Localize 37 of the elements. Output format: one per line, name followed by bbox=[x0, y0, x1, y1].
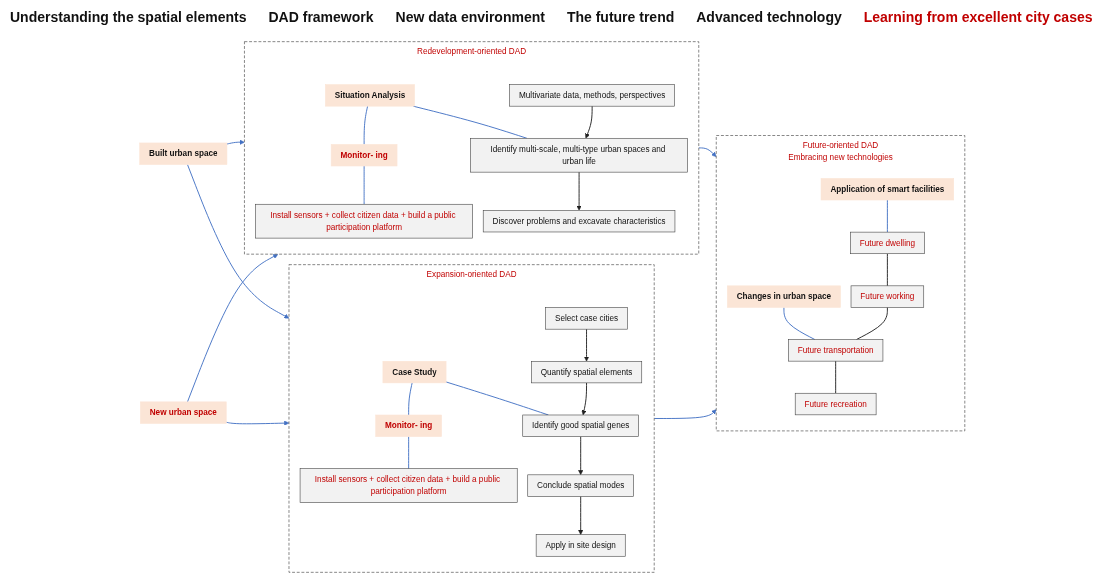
connector bbox=[886, 252, 888, 286]
connector bbox=[834, 360, 836, 394]
node-box: Application of smart facilities bbox=[820, 177, 954, 200]
node-box: Apply in site design bbox=[535, 533, 626, 557]
node-box: Monitor- ing bbox=[330, 143, 398, 166]
connector bbox=[783, 306, 816, 340]
node-box: Install sensors + collect citizen data + build a public participation platform bbox=[299, 467, 518, 503]
node-box: New urban space bbox=[139, 401, 227, 424]
annotation-text: Understanding the spatial elements bbox=[10, 9, 247, 25]
node-box: Case Study bbox=[382, 360, 447, 383]
node-box: Monitor- ing bbox=[375, 414, 442, 437]
node-box: Situation Analysis bbox=[324, 83, 415, 106]
node-box: Multivariate data, methods, perspectives bbox=[509, 83, 675, 106]
node-box: Quantify spatial elements bbox=[530, 360, 642, 383]
connector bbox=[407, 381, 413, 415]
annotation-text: Learning from excellent city cases bbox=[863, 9, 1093, 25]
node-box: Identify good spatial genes bbox=[522, 414, 639, 437]
connector bbox=[363, 105, 368, 145]
annotation-text: The future trend bbox=[566, 9, 675, 25]
node-box: Built urban space bbox=[139, 142, 227, 165]
connector bbox=[886, 199, 888, 233]
node-box: Discover problems and excavate characteristics bbox=[482, 209, 675, 232]
node-box: Future recreation bbox=[794, 392, 877, 415]
node-box: Select case cities bbox=[545, 306, 628, 329]
node-box: Changes in urban space bbox=[726, 285, 841, 308]
connector bbox=[363, 165, 365, 205]
node-box: Conclude spatial modes bbox=[527, 474, 634, 497]
annotation-text: DAD framework bbox=[268, 9, 374, 25]
node-box: Identify multi-scale, multi-type urban spaces and urban life bbox=[469, 137, 688, 172]
node-box: Future transportation bbox=[787, 338, 883, 361]
connector bbox=[855, 306, 888, 340]
annotation-text: New data environment bbox=[395, 9, 545, 25]
node-box: Future working bbox=[850, 285, 924, 308]
node-box: Install sensors + collect citizen data + build a public participation platform bbox=[255, 203, 473, 238]
connector bbox=[407, 435, 409, 469]
node-box: Future dwelling bbox=[849, 231, 925, 254]
annotation-text: Advanced technology bbox=[696, 9, 842, 25]
